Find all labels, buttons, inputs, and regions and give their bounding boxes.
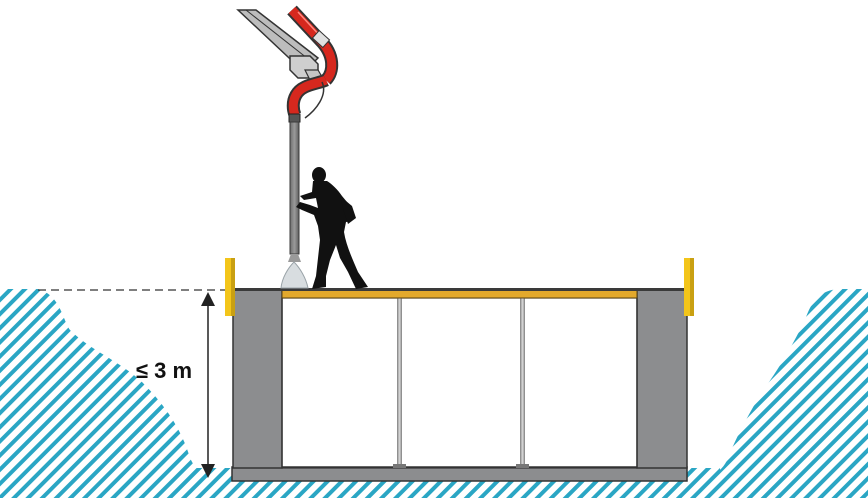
edge-post-right: [684, 258, 694, 316]
edge-post-left-shade: [231, 258, 235, 316]
concrete-splash: [280, 261, 309, 289]
tremie-pipe: [280, 113, 309, 289]
trench-fill: [232, 290, 687, 468]
soil-left: [0, 289, 232, 498]
right-wall: [636, 289, 688, 469]
pump-boom: [236, 9, 326, 85]
hose-clamp: [311, 29, 331, 49]
worker-silhouette: [296, 167, 368, 289]
ground: [0, 289, 868, 498]
depth-dimension: [201, 292, 215, 478]
edge-post-right-shade: [690, 258, 694, 316]
deck-top-line: [232, 288, 687, 291]
prop-right: [520, 298, 525, 468]
soil-right: [690, 289, 868, 498]
deck-slab: [281, 289, 638, 299]
prop-right-base: [516, 464, 529, 468]
bottom-slab: [231, 466, 688, 482]
prop-left-base: [393, 464, 406, 468]
concrete-hose: [286, 5, 339, 119]
prop-left: [397, 298, 402, 468]
edge-post-left: [225, 258, 235, 316]
formwork: [231, 288, 688, 482]
left-wall: [232, 289, 283, 469]
hose-cable: [304, 81, 325, 119]
depth-label: ≤ 3 m: [136, 358, 192, 383]
pipe-nozzle: [288, 254, 301, 262]
pipe-body: [289, 121, 300, 255]
